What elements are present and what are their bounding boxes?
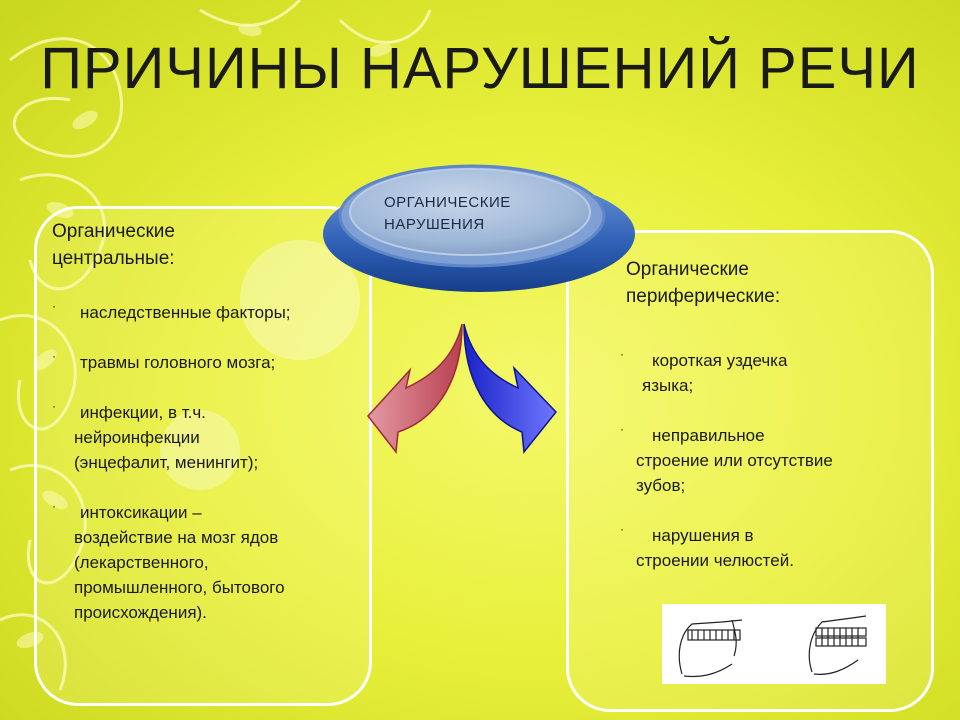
bullet-icon: · <box>52 349 56 363</box>
curved-arrow-left-icon <box>367 323 463 454</box>
list-item: · нарушения в строении челюстей. <box>620 522 910 573</box>
list-item: · короткая уздечка языка; <box>620 347 910 398</box>
ellipse-badge <box>323 164 635 292</box>
left-list: · наследственные факторы; · травмы голов… <box>52 299 352 650</box>
bullet-icon: · <box>620 347 624 361</box>
ellipse-label: ОРГАНИЧЕСКИЕ НАРУШЕНИЯ <box>384 194 511 233</box>
curved-arrow-right-icon <box>463 323 557 454</box>
list-item: · неправильное строение или отсутствие з… <box>620 422 910 498</box>
bullet-icon: · <box>620 522 624 536</box>
list-item: · наследственные факторы; <box>52 299 352 325</box>
bullet-icon: · <box>620 422 624 436</box>
right-list: · короткая уздечка языка; · неправильное… <box>620 347 910 598</box>
page-title: ПРИЧИНЫ НАРУШЕНИЙ РЕЧИ <box>40 36 920 101</box>
bullet-icon: · <box>52 499 56 513</box>
list-item: · травмы головного мозга; <box>52 349 352 375</box>
bullet-icon: · <box>52 399 56 413</box>
jaw-diagram <box>662 604 886 684</box>
list-item: · инфекции, в т.ч. нейроинфекции (энцефа… <box>52 399 352 475</box>
bullet-icon: · <box>52 299 56 313</box>
jaw-diagram-icon <box>678 615 867 678</box>
left-heading: Органические центральные: <box>52 221 175 269</box>
list-item: · интоксикации – воздействие на мозг ядо… <box>52 499 352 625</box>
right-heading: Органические периферические: <box>626 259 781 307</box>
left-panel <box>34 206 372 706</box>
